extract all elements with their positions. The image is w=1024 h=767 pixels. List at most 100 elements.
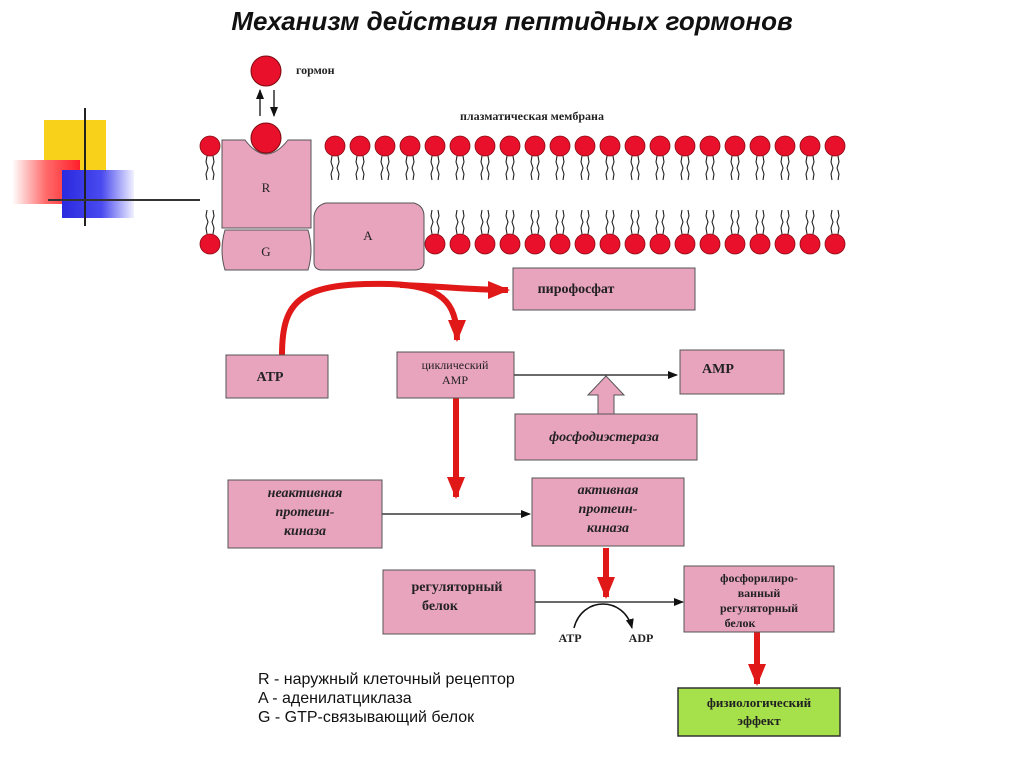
page-title: Механизм действия пептидных гормонов xyxy=(231,6,793,36)
lipid-tail xyxy=(805,155,815,181)
lipid-tail xyxy=(430,155,440,181)
regulatory-protein-box xyxy=(382,569,536,635)
lipid-head xyxy=(499,233,521,255)
atp-label: ATP xyxy=(257,370,284,385)
physiological-effect-box xyxy=(677,687,841,737)
hormone-circle xyxy=(250,55,282,87)
lipid-head xyxy=(699,233,721,255)
amp-label: AMP xyxy=(702,362,734,377)
g-protein xyxy=(221,229,312,271)
atp-adp-curve xyxy=(573,603,634,629)
active-pk-line1: активная xyxy=(578,483,639,498)
lipid-tail xyxy=(455,155,465,181)
atp-to-camp-arc xyxy=(279,280,466,356)
lipid-head xyxy=(799,233,821,255)
lipid-tail xyxy=(780,209,790,235)
lipid-tail xyxy=(680,209,690,235)
lipid-tail xyxy=(730,209,740,235)
lipid-tail xyxy=(480,155,490,181)
lipid-head xyxy=(724,233,746,255)
reg-protein-line1: регуляторный xyxy=(412,580,503,595)
phosphodiesterase-arrow xyxy=(586,375,626,415)
lipid-head xyxy=(574,135,596,157)
phos-line2: ванный xyxy=(738,586,781,600)
camp-box xyxy=(396,351,515,399)
lipid-tail xyxy=(455,209,465,235)
phos-line3: регуляторный xyxy=(720,601,798,615)
lipid-tail xyxy=(355,155,365,181)
lipid-tail xyxy=(805,209,815,235)
lipid-head xyxy=(474,233,496,255)
lipid-tail xyxy=(555,209,565,235)
lipid-tail xyxy=(580,155,590,181)
lipid-tail xyxy=(380,155,390,181)
phosphodiesterase-label: фосфодиэстераза xyxy=(549,430,659,445)
lipid-head xyxy=(599,233,621,255)
lipid-head xyxy=(824,135,846,157)
lipid-heads-bottom xyxy=(199,233,846,255)
lipid-head xyxy=(549,233,571,255)
receptor-r-label: R xyxy=(262,180,271,195)
adp-small-label: ADP xyxy=(629,631,654,645)
lipid-head xyxy=(774,233,796,255)
adenylate-cyclase-label: A xyxy=(363,228,373,243)
lipid-tail xyxy=(505,155,515,181)
lipid-tail xyxy=(530,209,540,235)
lipid-head xyxy=(824,233,846,255)
camp-label-line2: AMP xyxy=(442,373,468,387)
lipid-head xyxy=(624,135,646,157)
atp-small-label: ATP xyxy=(558,631,581,645)
lipid-tail xyxy=(730,155,740,181)
lipid-tail xyxy=(755,209,765,235)
effect-line2: эффект xyxy=(737,713,781,728)
lipid-head xyxy=(549,135,571,157)
lipid-tail xyxy=(605,155,615,181)
lipid-head xyxy=(399,135,421,157)
lipid-tail xyxy=(680,155,690,181)
lipid-tail xyxy=(780,155,790,181)
lipid-tails-top xyxy=(205,155,840,181)
phosphorylated-protein-box xyxy=(683,565,835,633)
lipid-tail xyxy=(480,209,490,235)
inactive-pk-line2: протеин- xyxy=(276,505,335,520)
lipid-head xyxy=(574,233,596,255)
lipid-head xyxy=(449,135,471,157)
camp-label-line1: циклический xyxy=(422,358,489,372)
lipid-tail xyxy=(330,155,340,181)
lipid-head xyxy=(524,135,546,157)
lipid-head xyxy=(474,135,496,157)
lipid-head xyxy=(724,135,746,157)
atp-box xyxy=(225,354,329,399)
lipid-tail xyxy=(705,209,715,235)
lipid-head xyxy=(749,233,771,255)
active-pk-line3: киназа xyxy=(587,521,629,536)
lipid-tail xyxy=(755,155,765,181)
lipid-head xyxy=(199,135,221,157)
lipid-head xyxy=(349,135,371,157)
inactive-pk-line1: неактивная xyxy=(268,486,343,501)
lipid-tail xyxy=(655,155,665,181)
lipid-head xyxy=(624,233,646,255)
lipid-tail xyxy=(205,209,215,235)
legend-item: R - наружный клеточный рецептор xyxy=(258,671,515,688)
membrane-label: плазматическая мембрана xyxy=(460,109,604,123)
lipid-tail xyxy=(530,155,540,181)
amp-box xyxy=(679,349,785,395)
lipid-head xyxy=(799,135,821,157)
lipid-tail xyxy=(555,155,565,181)
lipid-tail xyxy=(630,155,640,181)
lipid-tail xyxy=(405,155,415,181)
lipid-tail xyxy=(830,155,840,181)
lipid-tail xyxy=(655,209,665,235)
inactive-protein-kinase-box xyxy=(227,479,383,549)
pyrophosphate-box xyxy=(512,267,696,311)
phos-line4: белок xyxy=(725,616,756,630)
lipid-tail xyxy=(705,155,715,181)
lipid-tail xyxy=(205,155,215,181)
lipid-head xyxy=(449,233,471,255)
lipid-head xyxy=(774,135,796,157)
phosphodiesterase-box xyxy=(514,413,698,461)
lipid-head xyxy=(424,233,446,255)
lipid-head xyxy=(424,135,446,157)
lipid-head xyxy=(374,135,396,157)
